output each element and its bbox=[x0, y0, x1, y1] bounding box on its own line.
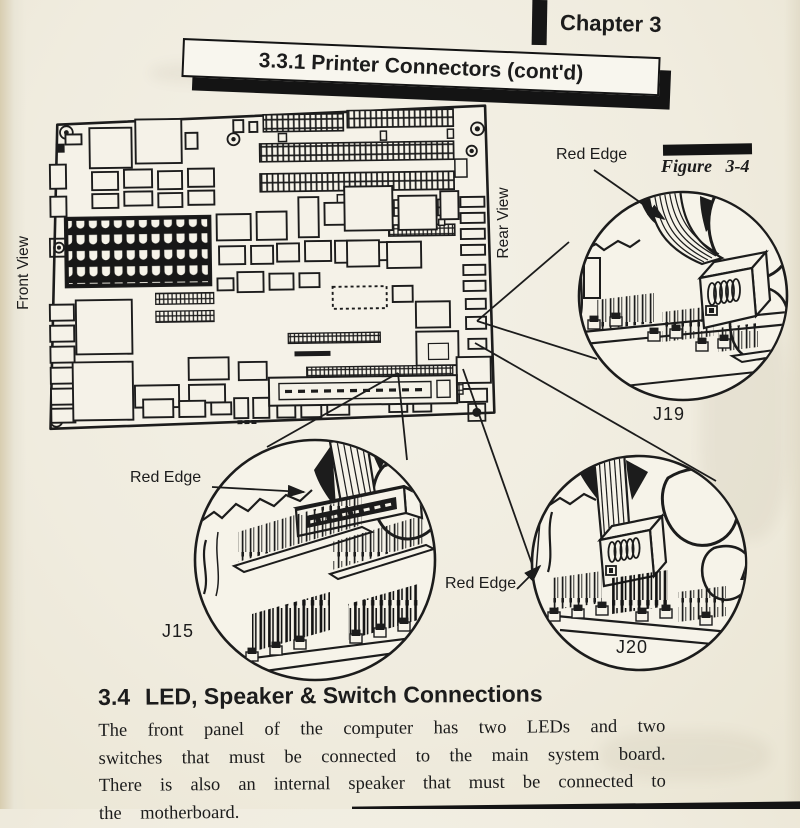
motherboard-diagram bbox=[48, 104, 496, 431]
figure-caption: Figure 3-4 bbox=[661, 156, 750, 176]
bleedthrough-smudge bbox=[600, 730, 770, 780]
book-page-left-edge bbox=[0, 0, 26, 809]
chips bbox=[48, 117, 492, 425]
red-edge-label-j15: Red Edge bbox=[130, 469, 202, 486]
leader-lines bbox=[266, 241, 717, 568]
section-number: 3.4 bbox=[98, 683, 131, 710]
body-line: the motherboard. bbox=[98, 802, 240, 824]
j15-label: J15 bbox=[162, 621, 195, 641]
body-line: The front panel of the computer has two … bbox=[98, 716, 666, 741]
j19-label: J19 bbox=[653, 404, 686, 424]
photo-edge-strip bbox=[352, 801, 800, 809]
rear-view-label: Rear View bbox=[495, 187, 512, 259]
chapter-heading: Chapter 3 bbox=[559, 9, 662, 38]
j20-label: J20 bbox=[616, 637, 649, 657]
body-line: switches that must be connected to the m… bbox=[98, 744, 666, 769]
body-paragraph: The front panel of the computer has two … bbox=[98, 714, 666, 828]
chapter-heading-bar bbox=[531, 0, 548, 46]
section-heading: 3.4 LED, Speaker & Switch Connections bbox=[98, 679, 678, 711]
red-edge-label-j20: Red Edge bbox=[445, 575, 517, 592]
bottom-edge-connector bbox=[267, 374, 459, 407]
red-edge-label-j19: Red Edge bbox=[556, 146, 628, 163]
detail-circle-j19 bbox=[577, 190, 789, 402]
section-title: LED, Speaker & Switch Connections bbox=[144, 680, 543, 710]
red-edge-arrows bbox=[211, 169, 666, 590]
figure-line-art bbox=[48, 104, 789, 682]
socket-grid-block bbox=[63, 214, 213, 289]
front-view-label: Front View bbox=[15, 236, 32, 310]
detail-circle-j20 bbox=[530, 454, 748, 672]
figure-caption-bar bbox=[662, 143, 753, 156]
body-line: There is also an internal speaker that m… bbox=[98, 771, 666, 796]
book-page-right-edge bbox=[784, 0, 800, 809]
detail-circle-j15 bbox=[193, 438, 437, 682]
